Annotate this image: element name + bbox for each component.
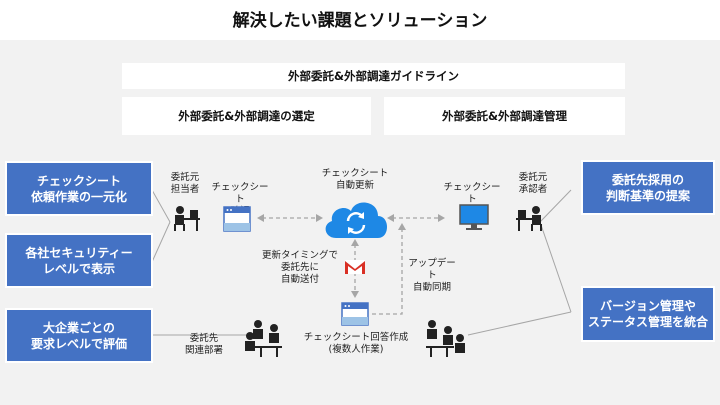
management-box: 外部委託&外部調達管理	[384, 97, 625, 135]
dashed-sync	[372, 228, 403, 315]
label-auto-sync: アップデート 自動同期	[408, 258, 456, 293]
label-auto-update: チェックシート 自動更新	[321, 168, 389, 191]
left-box-checksheet: チェックシート 依頼作業の一元化	[5, 161, 153, 216]
selection-box: 外部委託&外部調達の選定	[122, 97, 371, 135]
right-box-criteria: 委託先採用の 判断基準の提案	[581, 160, 715, 215]
label-auto-send: 更新タイミングで 委託先に 自動送付	[262, 250, 339, 285]
connector-left-2	[151, 221, 171, 263]
connector-right-1	[539, 189, 572, 223]
left-box-enterprise: 大企業ごとの 要求レベルで評価	[5, 308, 153, 363]
label-related-dept: 委託先 関連部署	[184, 333, 223, 356]
browser-window-icon	[223, 206, 251, 232]
page-title: 解決したい課題とソリューション	[232, 11, 488, 31]
connector-left-1	[151, 189, 171, 223]
cloud-sync-icon	[325, 202, 387, 238]
label-answer-create: チェックシート回答作成 (複数人作業)	[303, 332, 409, 355]
guideline-box: 外部委託&外部調達ガイドライン	[122, 63, 625, 89]
person-desk-icon	[174, 206, 200, 231]
right-box-version: バージョン管理や ステータス管理を統合	[581, 286, 715, 342]
team-icon	[426, 320, 465, 357]
connector-right-3	[467, 311, 572, 336]
left-box-security: 各社セキュリティー レベルで表示	[5, 233, 153, 288]
connector-right-2	[539, 221, 572, 313]
team-icon	[245, 320, 282, 357]
label-requester: 委託元 担当者	[170, 172, 200, 195]
label-approver: 委託元 承認者	[518, 172, 548, 195]
gmail-icon	[345, 260, 365, 274]
monitor-icon	[459, 204, 489, 230]
browser-window-icon	[341, 302, 369, 326]
person-desk-icon	[516, 206, 542, 231]
